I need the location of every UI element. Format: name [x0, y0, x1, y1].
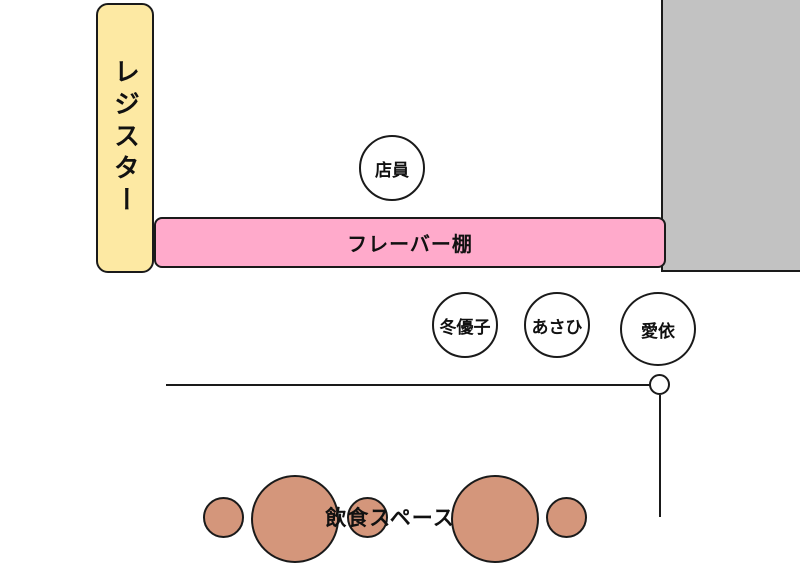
table-small	[546, 497, 587, 538]
staff-circle: 店員	[359, 135, 425, 201]
person-label: 冬優子	[439, 317, 491, 338]
person-circle-mei: 愛依	[620, 292, 696, 366]
table-small	[203, 497, 244, 538]
queue-line-horizontal	[166, 384, 650, 386]
table-large	[451, 475, 539, 563]
queue-node	[649, 374, 670, 395]
person-circle-fuyuko: 冬優子	[432, 292, 498, 358]
flavor-shelf: フレーバー棚	[154, 217, 666, 268]
person-circle-asahi: あさひ	[524, 292, 590, 358]
person-label: あさひ	[531, 317, 583, 338]
register-label: レジスター	[109, 58, 140, 218]
person-label: 愛依	[641, 321, 675, 342]
queue-line-vertical	[659, 395, 661, 517]
table-small	[347, 497, 388, 538]
table-large	[251, 475, 339, 563]
staff-label: 店員	[375, 160, 409, 181]
dining-space-label: 飲食スペース	[325, 506, 455, 530]
flavor-shelf-label: フレーバー棚	[347, 232, 473, 256]
wall-block	[661, 0, 800, 272]
register-counter: レジスター	[96, 3, 154, 273]
